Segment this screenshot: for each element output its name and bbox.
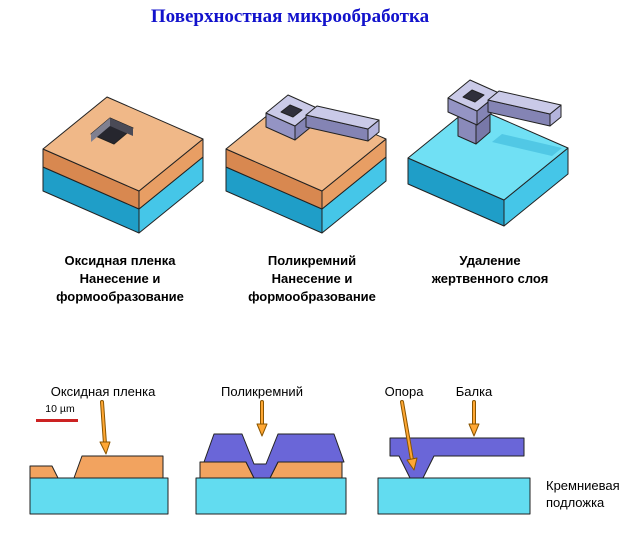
xs2-oxide-right — [269, 461, 343, 479]
xs2-substrate — [195, 477, 347, 515]
step3-caption: Удаление жертвенного слоя — [431, 253, 549, 286]
diagram-title: Поверхностная микрообработка — [150, 6, 430, 27]
beam-label: Балка — [455, 384, 493, 399]
step1-caption: Оксидная пленка Нанесение и формообразов… — [56, 253, 184, 304]
substrate-label: Кремниевая подложка — [546, 478, 620, 510]
step1-oxide-top — [42, 96, 204, 192]
xs1-oxide-left — [29, 465, 59, 479]
step2-isometric — [225, 94, 387, 234]
step3-substrate-top — [407, 105, 569, 201]
step1-isometric — [42, 96, 204, 234]
down-arrow-beam — [468, 400, 480, 437]
xs2-polysilicon-layer — [203, 433, 345, 479]
cross-section-polysilicon — [195, 433, 347, 515]
oxide-label: Оксидная пленка — [50, 384, 156, 399]
xs1-substrate — [29, 477, 169, 515]
step1-hole-wall-right — [110, 118, 133, 136]
arrowhead — [468, 423, 480, 437]
step3-poly-beam-top — [487, 90, 562, 115]
xs2-oxide-left — [199, 461, 255, 479]
arrowhead — [99, 441, 111, 455]
xs3-substrate — [377, 477, 531, 515]
step3-poly-dimple — [462, 89, 485, 103]
step3-beam-shadow — [492, 134, 562, 156]
cross-section-oxide — [29, 419, 169, 515]
scale-bar — [36, 419, 78, 422]
polysilicon-label: Поликремний — [221, 384, 303, 399]
cross-section-released — [377, 437, 531, 515]
down-arrow-oxide — [99, 400, 111, 455]
arrowhead — [256, 423, 268, 437]
step2-caption: Поликремний Нанесение и формообразование — [248, 253, 376, 304]
xs1-oxide-mesa — [73, 455, 164, 479]
step2-poly-dimple — [280, 104, 303, 118]
scale-label: 10 µm — [45, 403, 75, 415]
step2-poly-beam-top — [305, 105, 380, 130]
down-arrow-polysilicon — [256, 400, 268, 437]
arrowhead — [406, 457, 418, 471]
support-label: Опора — [384, 384, 424, 399]
down-arrow-support — [400, 400, 418, 471]
xs3-beam-and-anchor — [389, 437, 525, 479]
step1-hole-wall-left — [91, 118, 110, 142]
step3-isometric — [407, 79, 569, 227]
